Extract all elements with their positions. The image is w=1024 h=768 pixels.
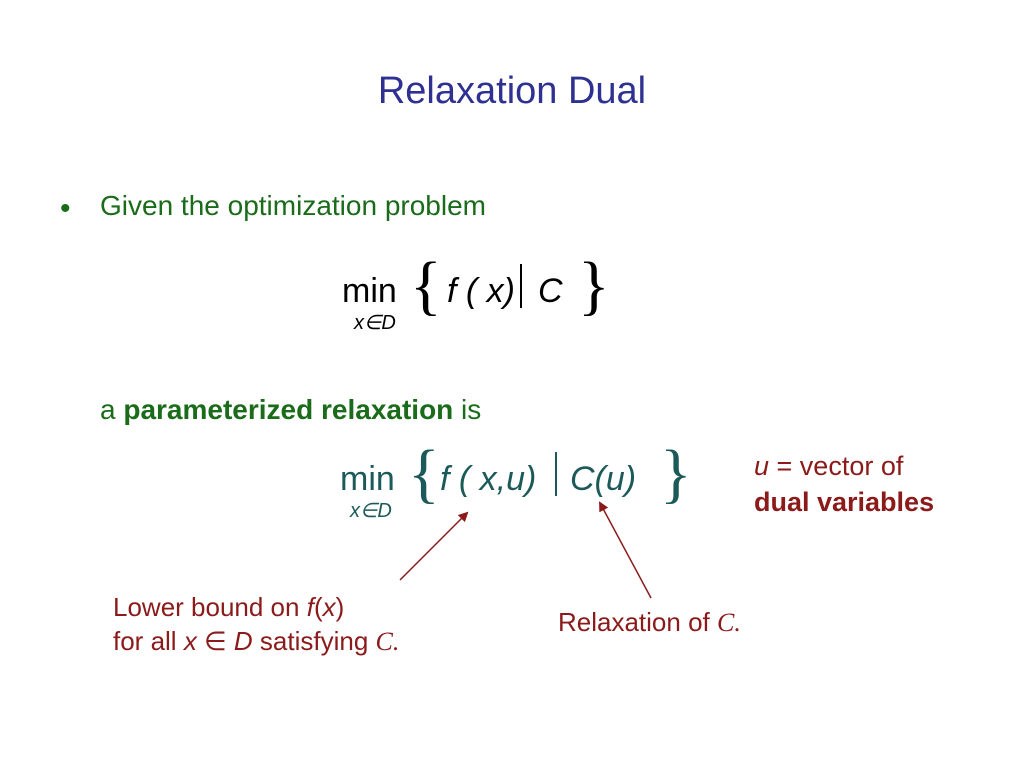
dual-variables-note: u = vector of dual variables [754, 448, 934, 520]
min-subscript: x∈D [350, 500, 392, 522]
lower-line2-mid: satisfying [252, 626, 376, 656]
lower-x: x [322, 592, 336, 622]
relax-pre: Relaxation of [558, 607, 717, 637]
left-brace: { [410, 249, 442, 322]
relax-intro-a: a [100, 394, 124, 425]
objective-function: f ( x) [447, 272, 515, 310]
lower-line2-pre: for all [113, 626, 184, 656]
lower-line2-x: x [183, 626, 197, 656]
left-brace: { [408, 437, 440, 510]
lower-line1-pre: Lower bound on [113, 592, 307, 622]
relax-intro-bold: parameterized relaxation [123, 394, 454, 425]
lower-line2-in: ∈ [196, 626, 234, 656]
lower-paren-open: ( [313, 592, 323, 622]
lower-f: f [306, 592, 314, 622]
relax-intro-is: is [453, 394, 482, 425]
arrow-to-objective [399, 511, 469, 581]
dual-line2: dual variables [754, 487, 935, 517]
constraint-set: C [538, 272, 563, 310]
lower-paren-close: ) [335, 592, 345, 622]
bullet-text: Given the optimization problem [100, 190, 486, 221]
such-that-bar [520, 264, 522, 308]
bullet-marker: • [60, 192, 71, 225]
min-subscript: x∈D [354, 312, 396, 334]
min-operator: min [342, 272, 397, 310]
relaxation-intro-text: a parameterized relaxation is [100, 394, 481, 426]
relaxation-of-c-note: Relaxation of C. [558, 607, 741, 638]
lower-line2-D: D [233, 626, 253, 656]
dual-var-symbol: u [754, 451, 770, 481]
dual-line1-rest: = vector of [769, 451, 904, 481]
relaxed-objective: f ( x,u) [440, 460, 537, 498]
arrow-to-relaxed-constraint [599, 501, 652, 599]
right-brace: } [578, 249, 610, 322]
relaxed-constraint: C(u) [570, 460, 637, 498]
lower-line2-C: C. [375, 627, 400, 656]
right-brace: } [660, 437, 692, 510]
such-that-bar [555, 452, 557, 496]
min-operator: min [340, 460, 395, 498]
lower-bound-note: Lower bound on f(x) for all x ∈ D satisf… [113, 590, 399, 659]
slide-title: Relaxation Dual [377, 70, 647, 112]
relax-C: C. [716, 608, 741, 637]
